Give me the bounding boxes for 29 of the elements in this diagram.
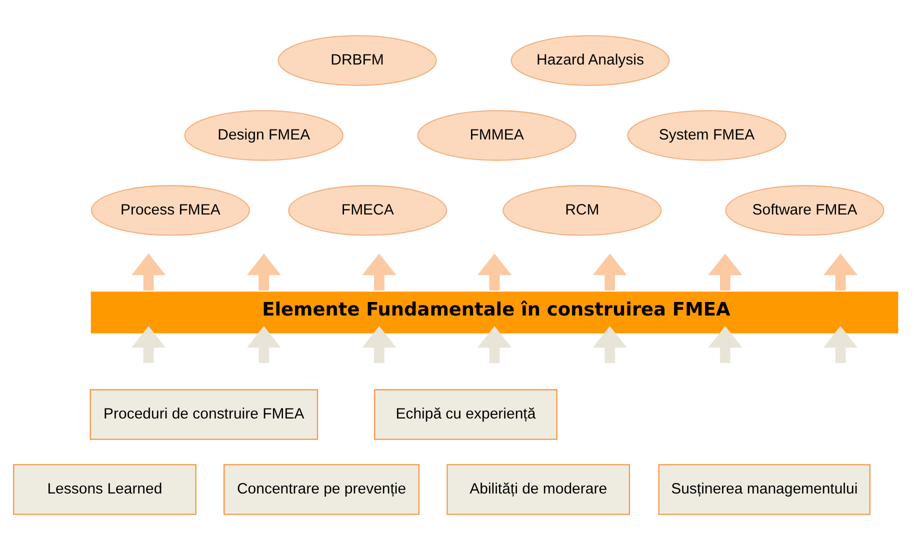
arrow <box>246 326 280 364</box>
arrow <box>592 254 626 291</box>
node-box: Lessons Learned <box>12 464 196 515</box>
node-ellipse: Hazard Analysis <box>510 35 670 86</box>
arrow <box>476 326 512 364</box>
node-ellipse: Process FMEA <box>90 185 250 236</box>
node-box: Proceduri de construire FMEA <box>89 389 318 440</box>
arrow <box>476 254 512 291</box>
node-box: Concentrare pe prevenție <box>223 464 420 515</box>
arrow <box>708 326 742 364</box>
arrow <box>592 326 626 364</box>
node-ellipse: RCM <box>502 185 662 236</box>
arrow <box>822 254 858 291</box>
arrow <box>822 326 858 364</box>
node-box: Echipă cu experiență <box>374 389 557 440</box>
node-ellipse: Design FMEA <box>184 110 343 161</box>
node-ellipse: System FMEA <box>626 110 786 161</box>
node-box: Abilități de moderare <box>446 464 630 515</box>
arrow <box>362 326 396 364</box>
arrow <box>708 254 742 291</box>
arrow <box>362 254 396 291</box>
arrow <box>131 326 166 364</box>
node-ellipse: FMECA <box>288 185 447 236</box>
node-ellipse: Software FMEA <box>724 185 884 236</box>
node-ellipse: FMMEA <box>416 110 576 161</box>
arrow <box>246 254 280 291</box>
node-ellipse: DRBFM <box>277 35 436 86</box>
node-box: Susținerea managementului <box>658 464 870 515</box>
arrow <box>131 254 166 291</box>
